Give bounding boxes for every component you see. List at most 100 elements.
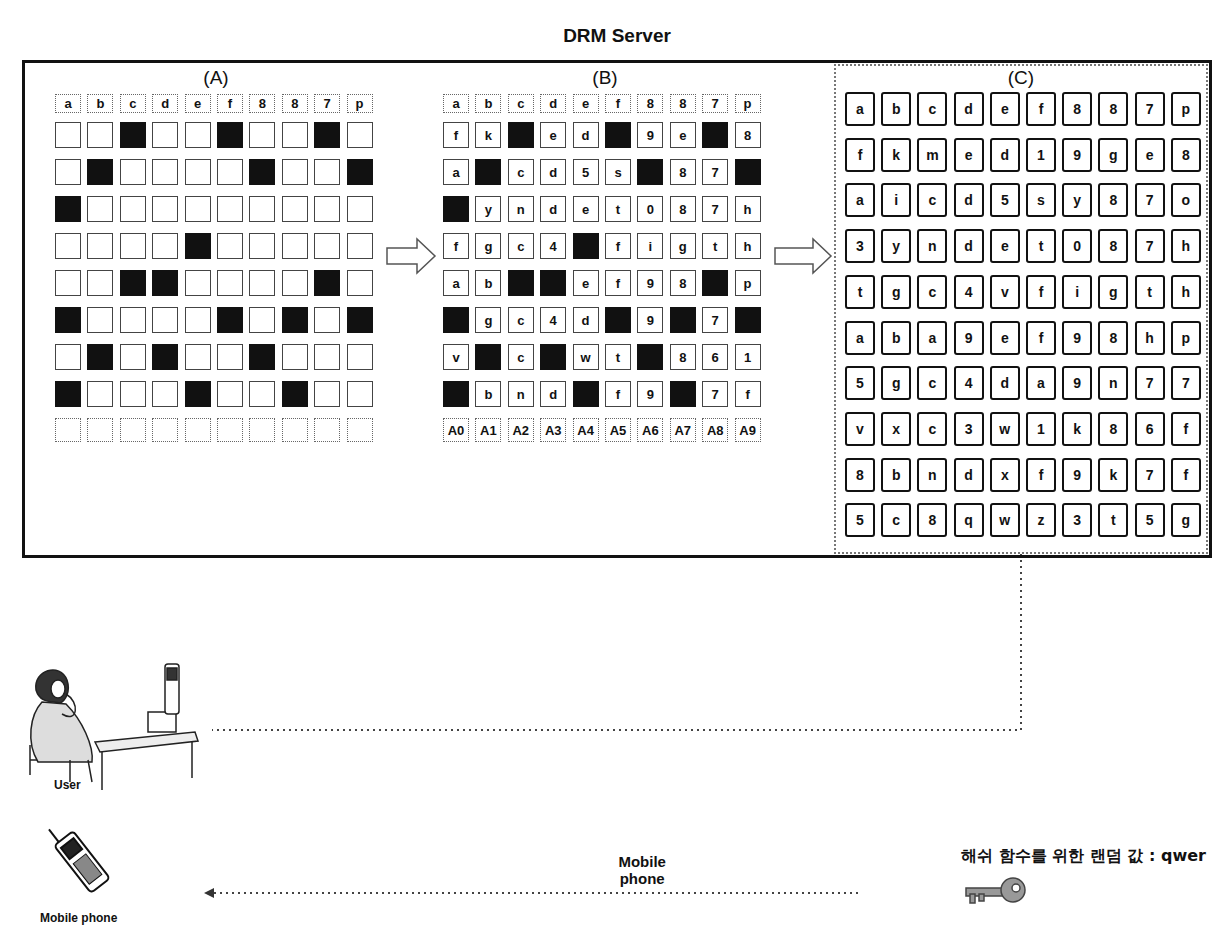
header-cell: p (735, 94, 761, 113)
black-cell (443, 307, 469, 333)
black-cell (637, 344, 663, 370)
key-cell: 7 (1171, 366, 1201, 400)
table-cell: 9 (637, 381, 663, 407)
user-illustration (30, 664, 198, 790)
table-cell (87, 196, 113, 222)
table-cell: 8 (735, 122, 761, 148)
table-cell: 1 (735, 344, 761, 370)
address-cell: A7 (670, 418, 696, 442)
key-cell: a (917, 321, 947, 355)
header-cell: f (605, 94, 631, 113)
table-cell: f (735, 381, 761, 407)
key-cell: 9 (1062, 458, 1092, 492)
key-cell: 3 (845, 229, 875, 263)
table-cell: g (670, 233, 696, 259)
key-cell: p (1171, 321, 1201, 355)
table-cell (185, 159, 211, 185)
table-cell: h (735, 196, 761, 222)
user-illustration-part (167, 668, 177, 680)
table-cell (314, 307, 340, 333)
table-cell: s (605, 159, 631, 185)
black-cell (314, 270, 340, 296)
key-cell: d (954, 229, 984, 263)
black-cell (475, 159, 501, 185)
address-cell: A5 (605, 418, 631, 442)
key-cell: n (1098, 366, 1128, 400)
key-cell: 4 (954, 275, 984, 309)
key-cell: z (1026, 503, 1056, 537)
key-cell: b (881, 92, 911, 126)
table-cell (282, 344, 308, 370)
key-cell: f (1171, 458, 1201, 492)
black-cell (475, 344, 501, 370)
key-cell: 9 (954, 321, 984, 355)
table-cell: 9 (637, 270, 663, 296)
empty-cell (87, 418, 113, 442)
user-illustration-part (165, 664, 179, 714)
key-cell: a (1026, 366, 1056, 400)
address-cell: A6 (637, 418, 663, 442)
table-cell: f (605, 270, 631, 296)
key-cell: x (881, 412, 911, 446)
black-cell (120, 270, 146, 296)
table-cell: n (508, 381, 534, 407)
key-cell: 7 (1135, 366, 1165, 400)
black-cell (55, 307, 81, 333)
table-cell: 7 (702, 307, 728, 333)
table-cell: v (443, 344, 469, 370)
key-cell: e (990, 321, 1020, 355)
node-label: DRM Server (25, 25, 1209, 47)
table-cell (87, 233, 113, 259)
key-cell: k (881, 138, 911, 172)
connector (204, 888, 858, 898)
table-cell: h (735, 233, 761, 259)
key-cell: 7 (1135, 183, 1165, 217)
table-cell: k (475, 122, 501, 148)
table-cell (120, 196, 146, 222)
key-cell: e (990, 92, 1020, 126)
table-cell: d (540, 159, 566, 185)
table-cell: 8 (670, 270, 696, 296)
header-cell: p (347, 94, 373, 113)
table-cell (87, 122, 113, 148)
table-cell: b (475, 270, 501, 296)
key-icon-part (979, 894, 984, 901)
header-cell: a (443, 94, 469, 113)
table-cell (217, 233, 243, 259)
key-cell: 3 (1062, 503, 1092, 537)
connector (387, 239, 435, 273)
header-cell: c (508, 94, 534, 113)
table-cell (217, 196, 243, 222)
key-cell: 5 (990, 183, 1020, 217)
header-cell: b (475, 94, 501, 113)
key-icon-part (1012, 884, 1020, 892)
table-cell: 8 (670, 196, 696, 222)
table-cell (55, 344, 81, 370)
table-cell (185, 196, 211, 222)
header-cell: 7 (314, 94, 340, 113)
table-cell (55, 233, 81, 259)
key-cell: g (1171, 503, 1201, 537)
table-cell (120, 307, 146, 333)
table-cell: a (443, 159, 469, 185)
empty-cell (249, 418, 275, 442)
table-cell (55, 122, 81, 148)
table-cell: e (573, 196, 599, 222)
block-arrow (775, 239, 831, 273)
table-cell (282, 233, 308, 259)
table-cell: g (475, 307, 501, 333)
table-cell: 4 (540, 233, 566, 259)
block-arrow (387, 239, 435, 273)
key-cell: 5 (845, 503, 875, 537)
node-label: Mobile phone (40, 911, 117, 925)
key-cell: f (1171, 412, 1201, 446)
key-cell: 8 (845, 458, 875, 492)
key-cell: e (954, 138, 984, 172)
table-cell (55, 270, 81, 296)
key-cell: y (881, 229, 911, 263)
user-figure: User (12, 655, 212, 800)
key-cell: d (990, 366, 1020, 400)
mobile-phone: Mobile phone (12, 820, 202, 930)
table-cell (282, 159, 308, 185)
key-cell: 8 (1098, 412, 1128, 446)
